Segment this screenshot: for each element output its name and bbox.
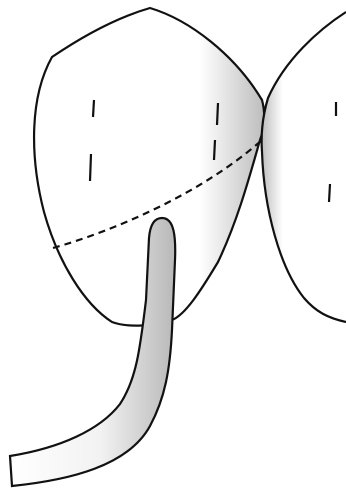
tick-mark xyxy=(214,140,215,160)
tick-mark xyxy=(217,103,218,125)
right-tooth xyxy=(262,12,346,322)
tick-mark xyxy=(90,154,91,181)
tick-mark xyxy=(329,184,330,202)
tick-mark xyxy=(93,100,94,117)
